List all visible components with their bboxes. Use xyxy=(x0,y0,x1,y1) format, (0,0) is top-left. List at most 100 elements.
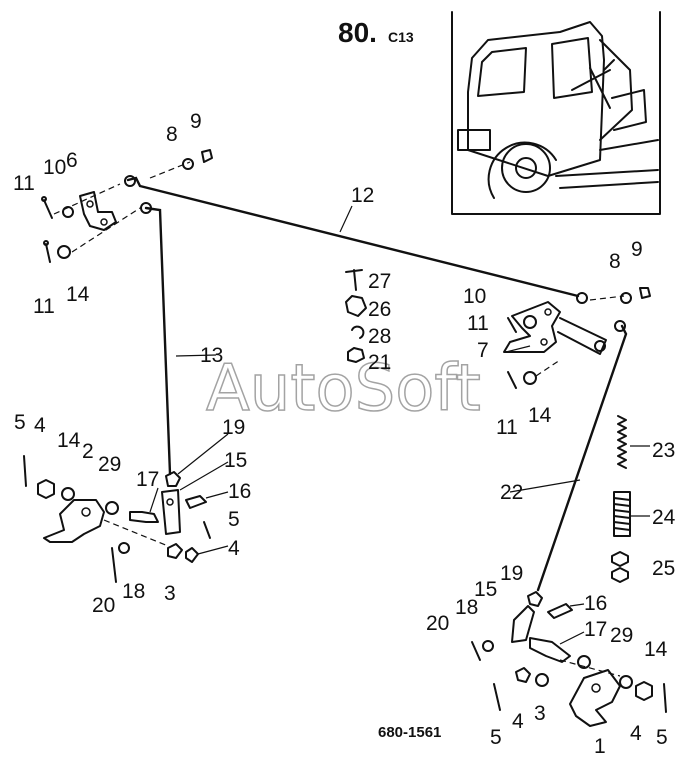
title-main: 80. xyxy=(338,17,377,48)
clip-9-left xyxy=(201,149,213,163)
cab-window-front xyxy=(477,47,527,97)
callout-1: 1 xyxy=(594,735,606,758)
nut-19-right xyxy=(527,591,543,607)
pin-5-right xyxy=(493,683,501,711)
callout-numbers: 8 9 11 10 6 11 14 12 13 27 26 28 21 10 1… xyxy=(13,110,676,758)
truck-inset xyxy=(451,11,661,215)
washer-10-right xyxy=(523,315,537,329)
callout-6: 6 xyxy=(66,149,78,172)
pivot-right xyxy=(594,340,606,352)
washer-10 xyxy=(62,206,74,218)
ring-28 xyxy=(351,325,365,339)
nut-4-right-lower xyxy=(635,681,653,701)
bracket-7-hole-upper xyxy=(544,308,552,316)
callout-7: 7 xyxy=(477,339,489,362)
bracket-7-hole-lower xyxy=(540,338,548,346)
assembly-line-a xyxy=(53,183,121,215)
right-upper-bracket xyxy=(503,287,651,389)
callout-17: 17 xyxy=(136,468,159,491)
callout-11: 11 xyxy=(496,416,518,439)
clip-9-right xyxy=(639,287,651,299)
washer-29-left xyxy=(105,501,119,515)
inset-frame xyxy=(451,11,661,215)
assembly-line-b xyxy=(71,207,141,253)
pin-20-left xyxy=(111,547,117,583)
callout-15: 15 xyxy=(224,449,247,472)
wheel-hub xyxy=(515,157,537,179)
left-lower-assembly xyxy=(23,455,211,583)
clevis-15-left-hole xyxy=(166,498,174,506)
bracket-6-hole-upper xyxy=(86,200,94,208)
lever-1-hole xyxy=(591,683,601,693)
pin-17-right xyxy=(529,637,571,663)
bolt-16-right xyxy=(547,603,573,619)
nut-4-right xyxy=(515,667,531,683)
washer-3-right xyxy=(535,673,549,687)
callout-15: 15 xyxy=(474,578,497,601)
watermark: AutoSoft xyxy=(206,352,481,426)
bracket-6-hole-lower xyxy=(100,218,108,226)
callout-9: 9 xyxy=(190,110,202,133)
rod-13-end-top xyxy=(140,202,152,214)
callout-5: 5 xyxy=(228,508,240,531)
screw-27 xyxy=(345,269,363,291)
parts-8-9-left xyxy=(182,149,213,170)
callout-27: 27 xyxy=(368,270,391,293)
callout-16: 16 xyxy=(228,480,251,503)
cab-window-side xyxy=(551,37,593,99)
front-wheel xyxy=(501,143,551,193)
pin-5-far-right xyxy=(663,683,667,713)
split-pin-11-lower xyxy=(45,243,51,263)
bolt-16-left xyxy=(185,495,207,509)
rod-12 xyxy=(126,176,580,298)
callout-10: 10 xyxy=(43,156,66,179)
nut-4-left xyxy=(37,479,55,499)
callout-5: 5 xyxy=(490,726,502,749)
callout-11: 11 xyxy=(467,312,489,335)
title-sub: C13 xyxy=(388,29,414,45)
pin-20-right xyxy=(471,641,481,661)
nut-4-mid xyxy=(185,547,199,563)
assembly-line-e xyxy=(535,359,561,377)
nut-8-left xyxy=(182,158,194,170)
callout-11: 11 xyxy=(33,295,55,318)
callout-13: 13 xyxy=(200,344,223,367)
rod-13 xyxy=(144,206,172,476)
washer-18-left xyxy=(118,542,130,554)
clevis-15-left xyxy=(161,489,181,535)
callout-20: 20 xyxy=(92,594,115,617)
springs xyxy=(611,415,631,583)
shift-linkage-outline xyxy=(571,59,615,109)
washer-18-right xyxy=(482,640,494,652)
callout-11: 11 xyxy=(13,172,35,195)
pin-5-left xyxy=(23,455,27,487)
split-pin-11-lower-head xyxy=(43,240,49,246)
front-bumper xyxy=(457,129,491,151)
callout-23: 23 xyxy=(652,439,675,462)
callout-5: 5 xyxy=(656,726,668,749)
callout-24: 24 xyxy=(652,506,676,529)
split-pin-11-upper xyxy=(43,199,53,219)
washer-14-left xyxy=(61,487,75,501)
leader-lines xyxy=(149,205,650,645)
assembly-line-g xyxy=(559,659,621,677)
callout-14: 14 xyxy=(66,283,90,306)
nut-25-upper xyxy=(611,551,629,567)
right-lower-assembly xyxy=(471,591,667,727)
rod-12-end-right xyxy=(576,292,588,304)
lever-2 xyxy=(43,499,105,543)
rod-12-end-left xyxy=(124,175,136,187)
block-26 xyxy=(345,295,367,317)
callout-3: 3 xyxy=(534,702,546,725)
callout-4: 4 xyxy=(630,722,642,745)
clevis-15-right xyxy=(511,605,535,643)
callout-21: 21 xyxy=(368,351,391,374)
callout-10: 10 xyxy=(463,285,486,308)
nut-3-left xyxy=(167,543,183,559)
callout-8: 8 xyxy=(609,250,621,273)
callout-3: 3 xyxy=(164,582,176,605)
callout-20: 20 xyxy=(426,612,449,635)
cab-rear xyxy=(599,39,633,141)
callout-16: 16 xyxy=(584,592,607,615)
callout-2: 2 xyxy=(82,440,94,463)
